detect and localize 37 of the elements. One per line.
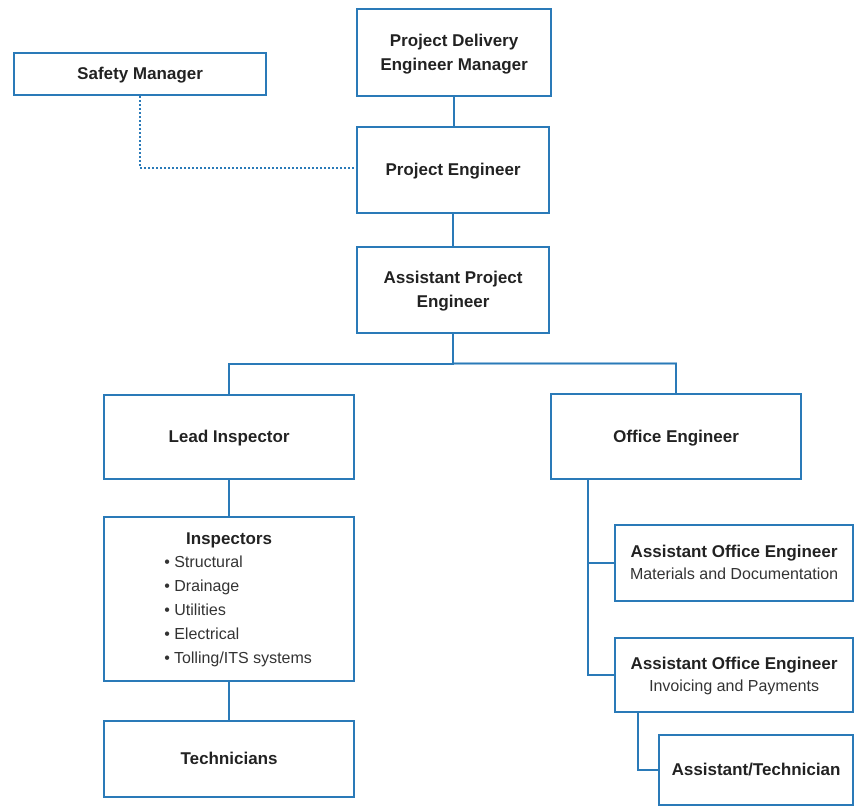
list-item: • Drainage xyxy=(164,577,240,597)
connector-line xyxy=(228,682,230,720)
connector-line xyxy=(452,334,677,393)
list-item: • Structural xyxy=(164,553,244,573)
role-title: Inspectors xyxy=(186,528,272,550)
connector-line xyxy=(587,480,614,676)
connector-line xyxy=(452,214,454,246)
org-box xyxy=(103,516,355,682)
role-title: Lead Inspector xyxy=(168,426,290,448)
org-box xyxy=(356,126,550,214)
list-item: • Utilities xyxy=(164,601,227,621)
role-title: Assistant Office Engineer xyxy=(630,541,838,563)
role-title: Assistant/Technician xyxy=(672,759,840,781)
connector-line xyxy=(228,480,230,516)
org-box xyxy=(614,637,854,713)
org-box xyxy=(658,734,854,806)
org-box xyxy=(614,524,854,602)
role-title: Assistant Office Engineer xyxy=(630,653,838,675)
dotted-connector xyxy=(139,96,356,169)
org-box xyxy=(550,393,802,480)
role-description: Invoicing and Payments xyxy=(649,677,819,697)
role-description: Materials and Documentation xyxy=(630,565,838,585)
connector-line xyxy=(453,97,455,126)
list-item: • Tolling/ITS systems xyxy=(164,649,312,669)
connector-line xyxy=(637,713,658,771)
role-title: Office Engineer xyxy=(613,426,739,448)
org-box xyxy=(103,394,355,480)
org-box xyxy=(13,52,267,96)
org-box xyxy=(103,720,355,798)
role-title: Assistant Project Engineer xyxy=(382,267,524,313)
role-title: Technicians xyxy=(180,748,278,770)
org-box xyxy=(356,8,552,97)
org-box xyxy=(356,246,550,334)
role-title: Project Engineer xyxy=(385,159,521,181)
role-title: Project Delivery Engineer Manager xyxy=(379,30,529,76)
list-item: • Electrical xyxy=(164,625,240,645)
role-title: Safety Manager xyxy=(77,63,203,85)
